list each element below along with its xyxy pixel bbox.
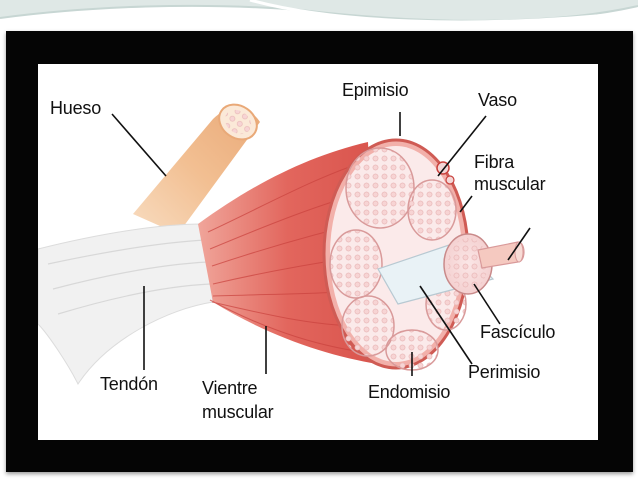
label-epimysium: Epimisio	[342, 80, 409, 100]
label-endomysium: Endomisio	[368, 382, 451, 402]
fascicle-extract	[377, 233, 525, 305]
muscle-diagram: Hueso Epimisio Vaso Fibra muscular Fascí…	[38, 64, 598, 440]
label-tendon: Tendón	[100, 374, 158, 394]
label-fiber-line2: muscular	[474, 174, 546, 194]
tendon-shape	[38, 223, 214, 385]
label-belly-line2: muscular	[202, 402, 274, 422]
leader-lines	[111, 112, 531, 376]
label-fiber-line1: Fibra	[474, 152, 515, 172]
label-perimysium: Perimisio	[468, 362, 541, 382]
slide-header-decoration	[0, 0, 638, 24]
fascicles	[329, 147, 467, 371]
label-vessel: Vaso	[478, 90, 517, 110]
label-belly-line1: Vientre	[202, 378, 258, 398]
label-fascicle: Fascículo	[480, 322, 556, 342]
bone-shape	[133, 103, 260, 234]
muscle-illustration	[38, 103, 531, 385]
label-bone: Hueso	[50, 98, 102, 118]
